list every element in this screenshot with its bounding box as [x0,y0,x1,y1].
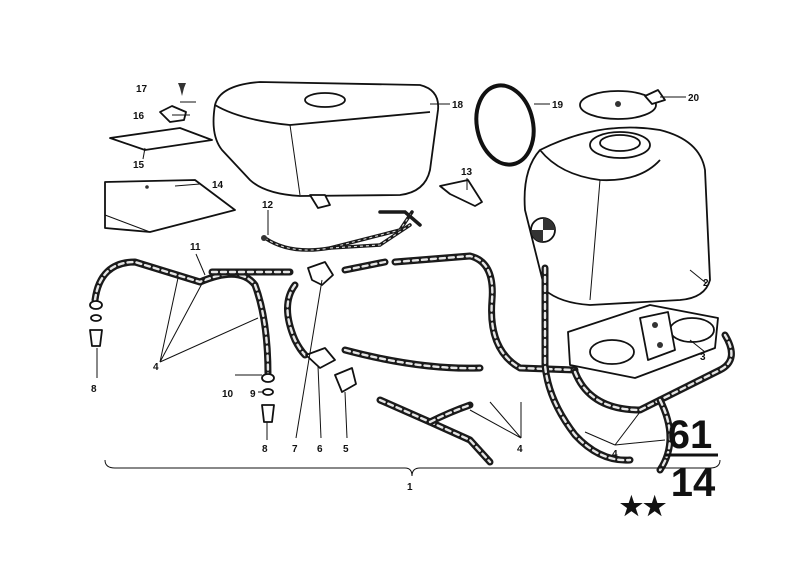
callout-1: 1 [407,482,413,493]
sealing-ring [474,83,536,167]
callout-6: 6 [317,444,323,455]
callout-4-middle: 4 [517,444,523,455]
spray-nozzle-left [89,300,103,347]
t-piece [307,261,334,286]
section-number: 61 14 ★★ [620,413,718,521]
callout-2: 2 [703,278,709,289]
callout-3: 3 [700,352,706,363]
leader-lines [96,96,721,477]
insulating-pad [109,127,213,151]
star-rating: ★★ [620,491,667,521]
section-group: 61 [668,413,713,457]
hose-clamp [439,179,483,207]
callout-7: 7 [292,444,298,455]
callout-17: 17 [136,84,148,95]
cover-plate [104,179,236,233]
callout-9: 9 [250,389,256,400]
callout-19: 19 [552,100,564,111]
section-sub: 14 [671,461,716,505]
callout-16: 16 [133,111,145,122]
callout-4-right: 4 [612,449,618,460]
holding-clip [159,105,187,123]
callout-8-center: 8 [262,444,268,455]
screw [178,83,186,96]
callout-11: 11 [190,242,201,253]
callout-15: 15 [133,160,145,171]
callout-18: 18 [452,100,464,111]
spray-nozzle-center [261,373,275,423]
upper-tank [212,81,440,209]
cable-harness [261,210,422,252]
callout-5: 5 [343,444,349,455]
reservoir-cap [579,89,666,120]
callout-12: 12 [262,200,274,211]
pump-bracket [567,304,719,379]
washer-reservoir [523,126,711,306]
callout-numbers: 17 16 15 14 18 19 20 13 12 11 2 3 4 8 10… [91,84,709,493]
clip-5 [334,367,357,393]
clip-6 [305,347,336,369]
washer-hose [91,252,735,474]
callout-14: 14 [212,180,224,191]
callout-4-left: 4 [153,362,159,373]
callout-13: 13 [461,167,473,178]
callout-10: 10 [222,389,234,400]
callout-20: 20 [688,93,700,104]
callout-8-left: 8 [91,384,97,395]
